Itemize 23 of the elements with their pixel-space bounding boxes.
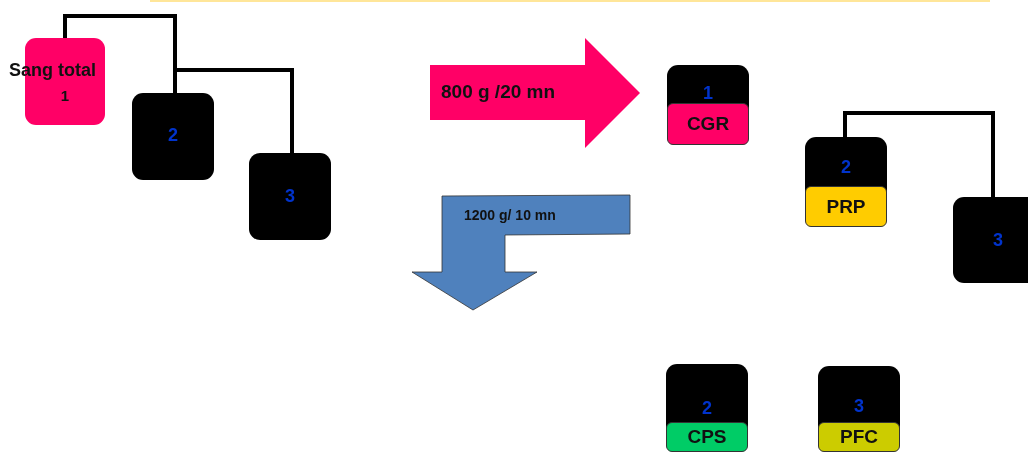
bag-number: 3 [992,230,1004,250]
blood-bag [249,153,331,240]
tube-line [63,14,294,153]
blood-bag [805,137,887,227]
bag-number: 3 [284,186,296,206]
bag-number: 2 [167,125,179,145]
blood-bag [667,65,749,145]
centrifugation-label: 1200 g/ 10 mn [464,207,556,223]
bag-number: 2 [840,157,852,177]
component-label: CPS [666,422,748,452]
blood-bag [132,93,214,180]
blood-bag [818,366,900,452]
component-label: CGR [667,103,749,145]
blood-bag [666,364,748,452]
centrifugation-label: 800 g /20 mn [441,81,556,103]
bag-number: 1 [702,83,714,103]
blood-bag [953,197,1028,283]
bag-number: 1 [59,87,71,104]
tube-line [843,111,995,197]
bag-number: 2 [701,398,713,418]
bag-number: 3 [853,396,865,416]
component-label: PFC [818,422,900,452]
component-label: PRP [805,186,887,227]
